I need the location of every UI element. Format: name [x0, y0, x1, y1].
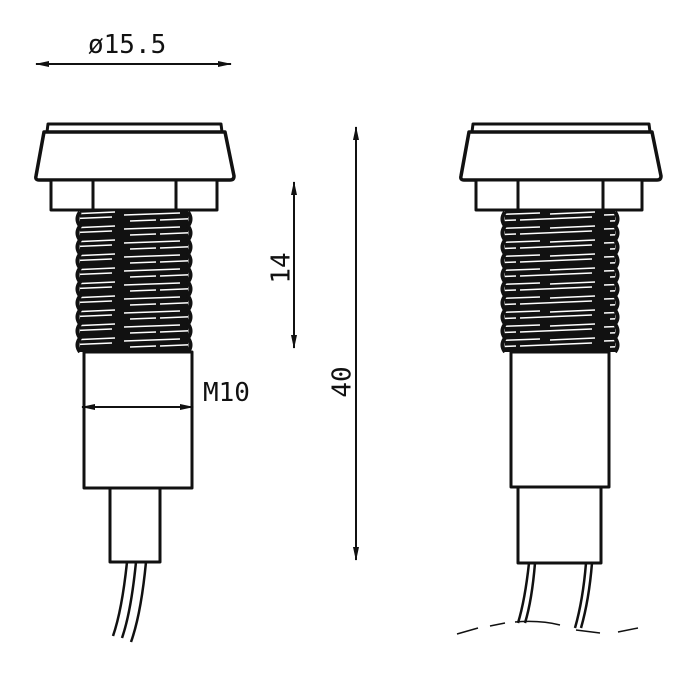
right-view — [456, 122, 663, 635]
hex-nut — [474, 178, 644, 212]
hex-nut — [49, 178, 219, 212]
wire — [523, 562, 537, 624]
thread-section — [500, 210, 620, 354]
body — [509, 350, 611, 489]
thread-length-label: 14 — [266, 252, 297, 284]
wire — [573, 562, 588, 629]
thread-section — [75, 210, 193, 354]
wire — [111, 561, 129, 637]
wire — [579, 562, 594, 629]
body — [82, 350, 194, 490]
cap-diameter-label: ø15.5 — [88, 30, 167, 60]
wire — [129, 561, 148, 643]
cap-body — [459, 130, 663, 182]
thread-size-label: M10 — [203, 378, 250, 408]
cap-rim — [45, 122, 224, 133]
cap-rim — [470, 122, 652, 133]
dimension-lines — [35, 61, 359, 561]
surface-break-line — [456, 620, 639, 635]
left-view — [34, 122, 236, 643]
cap-body — [34, 130, 236, 182]
wire — [120, 561, 138, 639]
lower-tube — [108, 486, 162, 564]
wire — [516, 562, 531, 624]
total-length-label: 40 — [327, 366, 358, 398]
lower-tube — [516, 485, 603, 565]
